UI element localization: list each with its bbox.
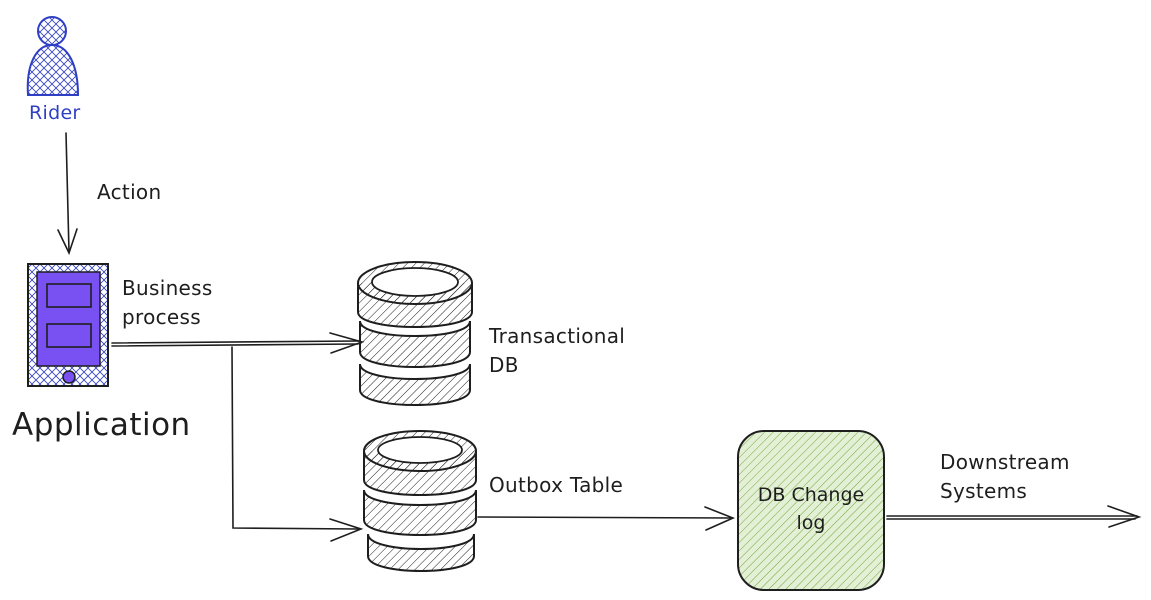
downstream-arrow: [886, 505, 1142, 528]
action-arrow: [57, 132, 78, 256]
database-icon: [363, 430, 477, 572]
transactional-db-label: Transactional DB: [489, 324, 626, 377]
database-icon: [357, 261, 473, 406]
application-label: Application: [12, 407, 191, 443]
action-label: Action: [97, 180, 162, 204]
outbox-branch-arrow: [231, 346, 364, 542]
business-process-arrow: [111, 332, 365, 354]
downstream-systems-label: Downstream Systems: [940, 450, 1070, 503]
phone-icon: [27, 263, 109, 387]
db-change-log-label: DB Change log: [757, 484, 865, 534]
outbox-table-label: Outbox Table: [489, 473, 624, 497]
rider-label: Rider: [29, 102, 81, 124]
business-process-label: Business process: [122, 276, 213, 329]
user-icon: [26, 16, 80, 96]
cdc-arrow: [477, 506, 736, 531]
db-change-log-box: [737, 430, 885, 591]
